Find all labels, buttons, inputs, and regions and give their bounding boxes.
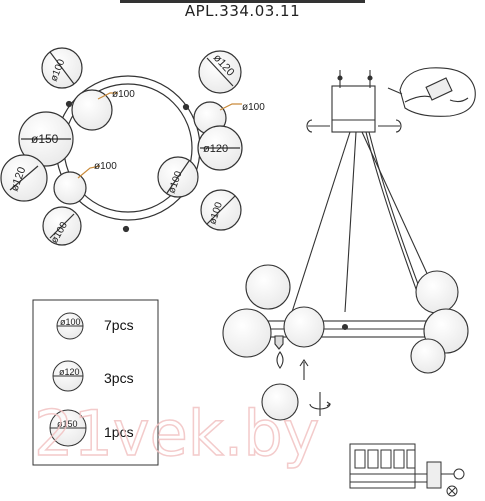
legend-qty-2: 3pcs	[104, 370, 134, 386]
model-number: APL.334.03.11	[184, 2, 301, 20]
legend-box: ø100 ø120 ø150 7pcs 3pcs 1pcs	[32, 299, 159, 466]
watermark: 21vek.by	[34, 397, 319, 470]
label-d120-b: ø120	[203, 143, 228, 155]
legend-qty-1: 7pcs	[104, 317, 134, 333]
side-globe-1	[245, 264, 291, 310]
globe-inner-1	[71, 89, 113, 131]
globe-inner-3	[53, 171, 87, 205]
canopy	[331, 85, 376, 133]
wiring-diagram	[349, 443, 465, 497]
side-globe-6	[410, 338, 446, 374]
legend-qty-3: 1pcs	[104, 424, 134, 440]
side-globe-3	[283, 306, 325, 348]
label-d100-e: ø100	[112, 89, 135, 100]
cropped-header-line	[120, 0, 365, 3]
side-globe-2	[222, 308, 272, 358]
side-view	[222, 67, 476, 421]
label-d100-f: ø100	[242, 102, 265, 113]
wiring-box	[349, 443, 416, 489]
label-d150: ø150	[31, 132, 59, 146]
side-globe-4	[415, 270, 459, 314]
top-view	[0, 47, 243, 246]
loose-globe	[261, 383, 299, 421]
legend-size-3: ø150	[57, 419, 78, 429]
legend-size-2: ø120	[59, 367, 80, 377]
legend-size-1: ø100	[60, 317, 81, 327]
label-d100-g: ø100	[94, 161, 117, 172]
